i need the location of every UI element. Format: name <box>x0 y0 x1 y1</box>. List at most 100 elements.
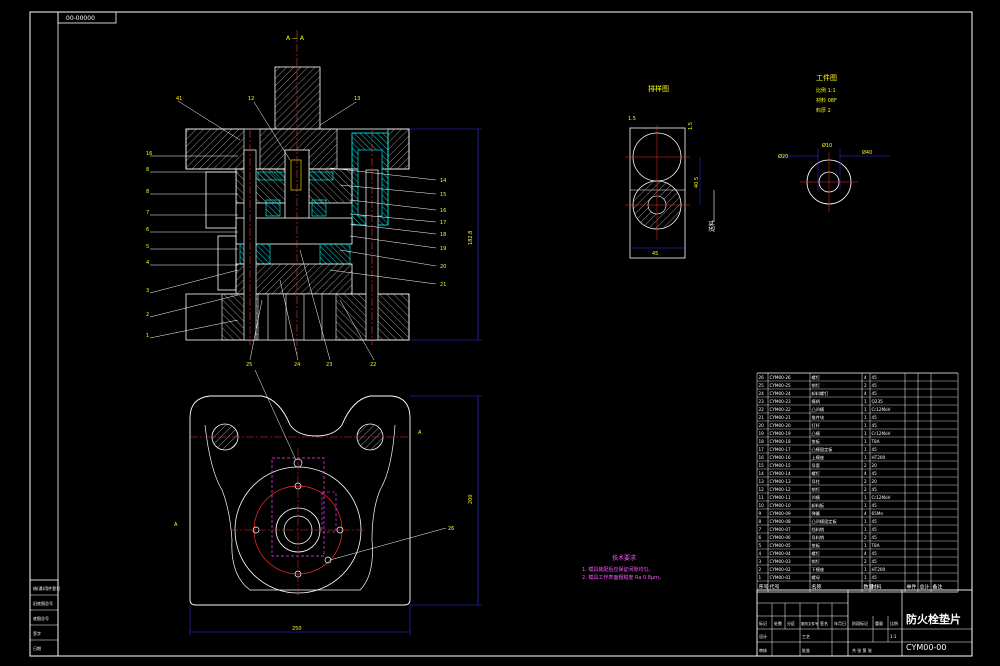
bom-header: 名称 <box>812 584 822 591</box>
bom-cell: CYM00-24 <box>770 391 792 396</box>
bom-cell: CYM00-20 <box>770 423 792 428</box>
tb-sheet: 共 张 第 张 <box>852 647 872 653</box>
bom-cell: 7 <box>759 527 762 532</box>
callout-left-7: 4 <box>146 260 149 266</box>
bom-cell: CYM00-25 <box>770 383 792 388</box>
tb-stage-1: 重量 <box>875 620 883 626</box>
bom-header: 总计 <box>920 584 930 591</box>
callout-top-0: 12 <box>248 96 254 102</box>
bom-cell: 4 <box>864 471 867 476</box>
bom-cell: 45 <box>872 559 878 564</box>
bom-cell: 10 <box>759 503 765 508</box>
bom-cell: 导料销 <box>812 534 825 541</box>
bottom-leaders <box>249 249 375 361</box>
bom-cell: 45 <box>872 503 878 508</box>
workpiece-line-0: 比例 1:1 <box>816 87 836 94</box>
bom-cell: 2 <box>864 535 867 540</box>
bom-cell: 8 <box>759 519 762 524</box>
bom-cell: CYM00-18 <box>770 439 792 444</box>
bom-cell: 9 <box>759 511 762 516</box>
strip-dim-mid: 40.5 <box>694 177 700 188</box>
callout-right-7: 21 <box>440 282 446 288</box>
bom-cell: 1 <box>864 543 867 548</box>
bom-cell: 1 <box>864 527 867 532</box>
strip-title: 排样图 <box>648 84 669 93</box>
bom-cell: 销钉 <box>812 558 821 565</box>
workpiece-line-1: 材料 08F <box>816 97 837 104</box>
callout-right-6: 20 <box>440 264 446 270</box>
bom-cell: HT200 <box>872 455 886 460</box>
bom-cell: 45 <box>872 535 878 540</box>
bom-cell: 45 <box>872 575 878 580</box>
left-strip-label-1: 旧底图总号 <box>33 600 53 606</box>
bom-cell: 45 <box>872 415 878 420</box>
bom-cell: 1 <box>759 575 762 580</box>
bom-cell: Q235 <box>872 399 884 404</box>
bom-cell: 21 <box>759 415 765 420</box>
plan-view: 26 250 200 A A <box>174 369 482 636</box>
workpiece-line-2: 料厚 2 <box>816 107 831 114</box>
callout-bottom-3: 22 <box>370 362 376 368</box>
bom-cell: 18 <box>759 439 765 444</box>
callout-right-0: 14 <box>440 178 446 184</box>
workpiece-title: 工件图 <box>816 73 837 82</box>
callout-bottom-1: 24 <box>294 362 300 368</box>
tb-row-label-1: 处数 <box>774 620 782 626</box>
plan-callout: 26 <box>448 526 454 532</box>
die-shank <box>274 66 321 130</box>
bom-cell: 垫板 <box>812 542 821 549</box>
workpiece-dim-right: Ø40 <box>862 149 872 156</box>
bom-cell: 4 <box>864 511 867 516</box>
callout-left-10: 1 <box>146 333 149 339</box>
bom-header: 序号 <box>759 584 769 591</box>
bom-cell: 45 <box>872 391 878 396</box>
bom-cell: 螺钉 <box>812 470 821 477</box>
callout-left-5: 6 <box>146 227 149 233</box>
callout-left-9: 2 <box>146 312 149 318</box>
bom-cell: CYM00-15 <box>770 463 792 468</box>
bom-cell: 12 <box>759 487 765 492</box>
bom-cell: CYM00-19 <box>770 431 792 436</box>
bom-cell: 20 <box>872 479 878 484</box>
bom-cell: 导套 <box>812 462 821 469</box>
bom-cell: CYM00-14 <box>770 471 792 476</box>
bom-cell: 推件块 <box>812 414 825 421</box>
title-block: 标记 处数 分区 更改文件号 签名 年月日 设计 审核 工艺 批准 阶段标记 重… <box>756 589 973 657</box>
plan-width-dim: 250 <box>292 626 302 632</box>
section-height-dim: 182.8 <box>468 231 474 245</box>
left-leaders <box>149 100 241 339</box>
bom-cell: 螺母 <box>812 574 820 581</box>
tb-stage-0: 阶段标记 <box>852 620 868 626</box>
bom-cell: 2 <box>759 567 762 572</box>
bom-cell: CYM00-26 <box>770 375 792 380</box>
bom-cell: CYM00-22 <box>770 407 792 412</box>
callout-left-3: 8 <box>146 189 149 195</box>
bom-cell: Cr12MoV <box>872 431 891 436</box>
callout-left-4: 7 <box>146 210 149 216</box>
bom-cell: 4 <box>864 375 867 380</box>
bom-cell: 凹模 <box>812 494 821 501</box>
bom-cell: 24 <box>759 391 765 396</box>
tb-row-label-3: 更改文件号 <box>801 621 819 626</box>
bom-cell: 45 <box>872 527 878 532</box>
bom-cell: 1 <box>864 415 867 420</box>
bom-cell: 垫板 <box>812 438 821 445</box>
tb-lower-0: 设计 <box>759 633 767 639</box>
strip-layout: 排样图 1.5 1.5 40.5 送料 45 <box>625 84 716 259</box>
bom-cell: CYM00-11 <box>770 495 792 500</box>
tb-stage-2: 比例 <box>890 620 898 626</box>
bom-cell: 1 <box>864 439 867 444</box>
callout-left-6: 5 <box>146 244 149 250</box>
bom-cell: CYM00-07 <box>770 527 792 532</box>
bom-header: 备注 <box>933 584 943 591</box>
bom-cell: 1 <box>864 503 867 508</box>
bom-header: 代号 <box>770 584 780 591</box>
bom-cell: 1 <box>864 407 867 412</box>
callout-right-3: 17 <box>440 220 446 226</box>
bom-cell: 打杆 <box>812 422 821 429</box>
strip-feed-label: 送料 <box>708 220 716 232</box>
tb-lower-1: 审核 <box>759 647 767 653</box>
